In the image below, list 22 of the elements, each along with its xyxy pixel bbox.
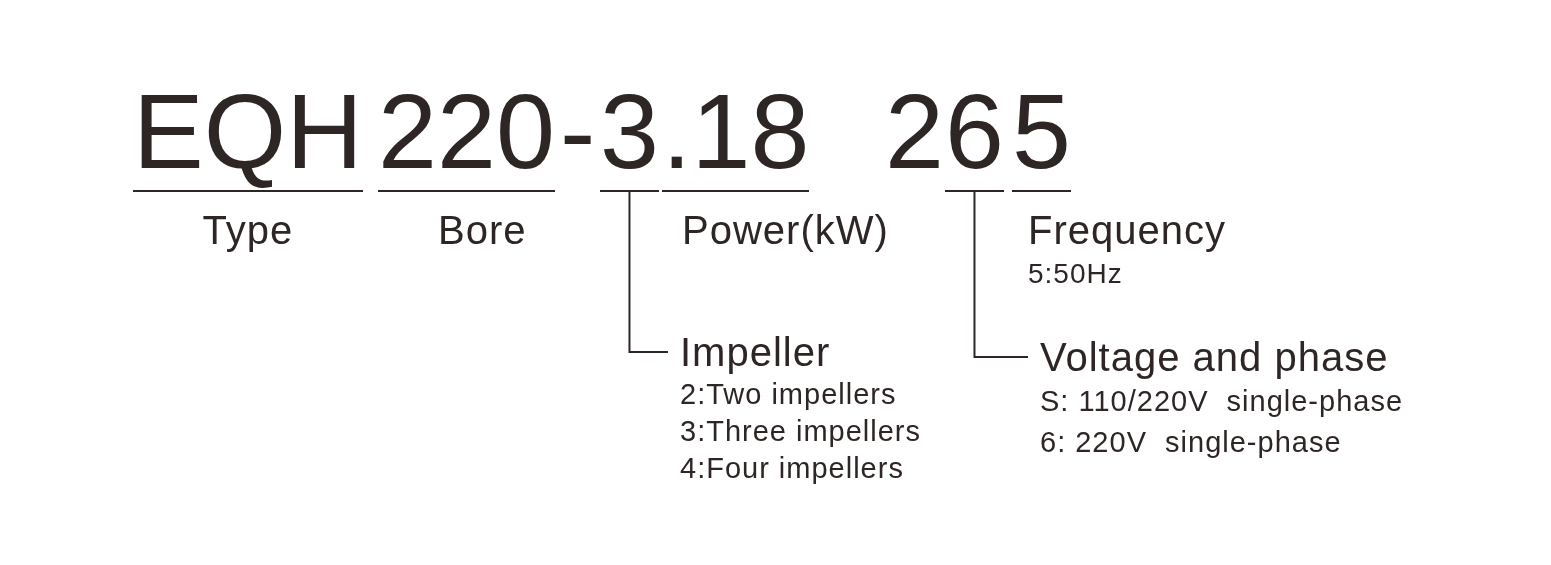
field-label: Bore	[438, 208, 527, 253]
option-heading: Impeller	[680, 329, 832, 376]
option-item: 4:Four impellers	[680, 451, 905, 486]
model-code-character: -	[560, 78, 596, 184]
field-label: Frequency	[1028, 208, 1226, 253]
model-code-segment: 6	[945, 78, 1004, 192]
option-item: S: 110/220V single-phase	[1040, 384, 1404, 419]
leader-line	[628, 191, 669, 353]
model-code-character: 2	[885, 78, 944, 184]
model-code-segment: EQH	[133, 78, 363, 192]
model-code-segment: 5	[1012, 78, 1071, 192]
option-heading: Voltage and phase	[1040, 334, 1390, 381]
option-item: 6: 220V single-phase	[1040, 425, 1343, 460]
model-code-segment: 3	[600, 78, 659, 192]
leader-line	[973, 191, 1029, 358]
field-label: Power(kW)	[682, 208, 889, 253]
option-item: 3:Three impellers	[680, 414, 922, 449]
field-label: Type	[202, 208, 294, 253]
model-code-segment: .18	[662, 78, 810, 192]
model-code-segment: 220	[378, 78, 555, 192]
code-value-note: 5:50Hz	[1028, 258, 1123, 290]
option-item: 2:Two impellers	[680, 377, 898, 412]
